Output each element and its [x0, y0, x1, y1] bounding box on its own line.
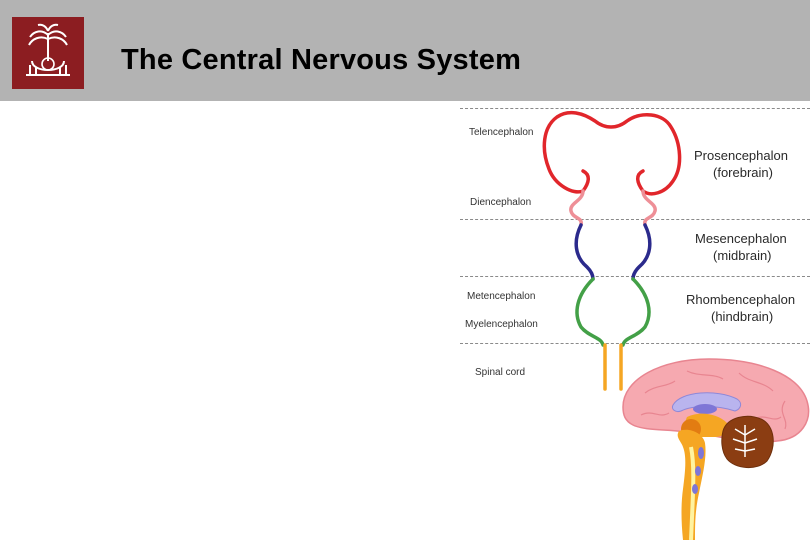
region-name: Prosencephalon: [694, 148, 788, 163]
label-metencephalon: Metencephalon: [467, 291, 536, 302]
label-spinal-cord: Spinal cord: [475, 367, 526, 378]
label-prosencephalon: Prosencephalon (forebrain): [694, 147, 788, 181]
spinal-cord-outline: [603, 343, 623, 391]
label-myelencephalon: Myelencephalon: [465, 319, 538, 330]
divider-line: [460, 219, 810, 220]
sagittal-brain: [622, 358, 810, 540]
divider-line: [460, 108, 810, 109]
neural-tube-and-brain-drawing: [542, 110, 810, 540]
region-name: Mesencephalon: [695, 231, 787, 246]
lateral-ventricle: [693, 404, 717, 414]
label-diencephalon: Diencephalon: [470, 197, 532, 208]
divider-line: [460, 343, 810, 344]
slide-header: The Central Nervous System: [0, 0, 810, 101]
label-rhombencephalon: Rhombencephalon (hindbrain): [686, 291, 795, 325]
mesencephalon-outline: [574, 223, 652, 281]
palmetto-seal-icon: [26, 23, 70, 76]
region-common-name: (midbrain): [713, 248, 772, 263]
university-logo: [12, 17, 84, 89]
corpus-callosum: [672, 392, 742, 412]
brain-development-diagram: Telencephalon Diencephalon Metencephalon…: [455, 101, 810, 540]
fourth-ventricle: [695, 466, 701, 476]
fourth-ventricle: [692, 484, 698, 494]
telencephalon-outline: [542, 110, 682, 196]
region-name: Rhombencephalon: [686, 292, 796, 307]
arbor-vitae: [732, 425, 758, 457]
slide-title: The Central Nervous System: [121, 44, 522, 76]
region-common-name: (hindbrain): [711, 309, 774, 324]
central-canal: [689, 446, 696, 540]
label-telencephalon: Telencephalon: [469, 127, 534, 138]
label-mesencephalon: Mesencephalon (midbrain): [695, 230, 787, 264]
diencephalon-outline: [569, 189, 657, 227]
region-common-name: (forebrain): [713, 165, 773, 180]
rhombencephalon-outline: [575, 277, 651, 347]
fourth-ventricle: [698, 447, 704, 459]
